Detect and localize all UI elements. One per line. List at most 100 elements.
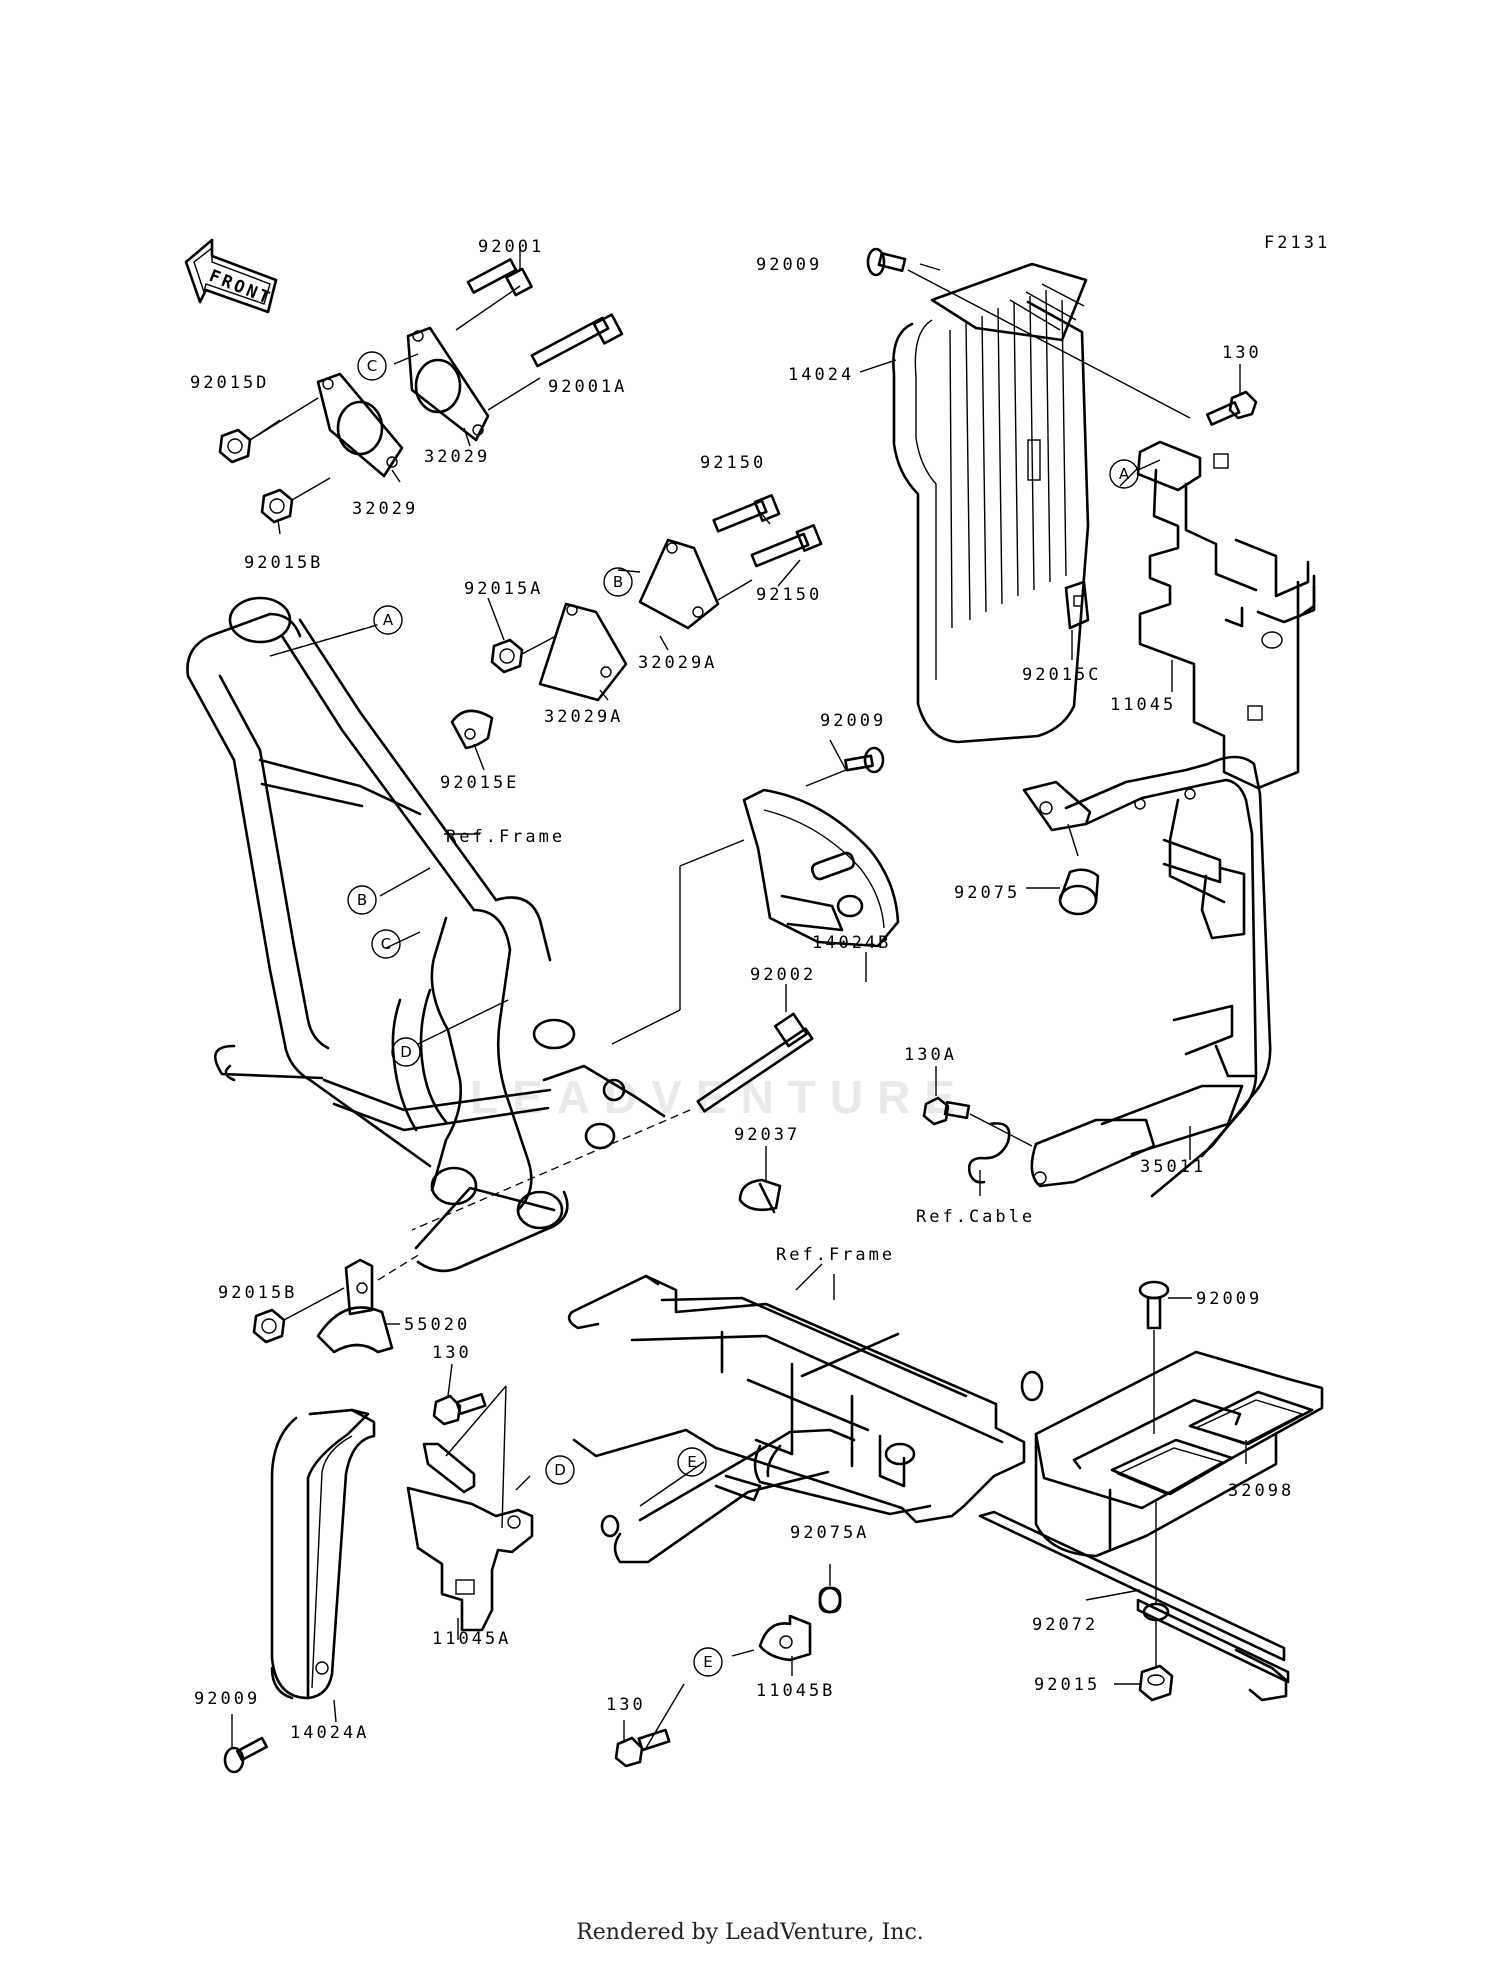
- bolt-92009-mid-icon: [805, 746, 885, 787]
- callout-e-subframe: E: [677, 1447, 707, 1477]
- part-label: 92075A: [790, 1523, 869, 1543]
- part-label: 92150: [756, 585, 822, 605]
- bolt-130-mid-icon: [432, 1392, 487, 1426]
- callout-b-label: B: [357, 891, 367, 909]
- collar-92075a-icon: [818, 1586, 842, 1614]
- part-label: 92075: [954, 883, 1020, 903]
- part-label: 14024A: [290, 1723, 369, 1743]
- subframe-35011: [1022, 755, 1272, 1198]
- callout-e-label: E: [687, 1453, 696, 1471]
- part-label: 92009: [820, 711, 886, 731]
- bolt-92009-right-icon: [1138, 1280, 1170, 1434]
- front-arrow-icon: FRONT: [184, 238, 278, 314]
- engine-mount-upper-group: [218, 258, 624, 524]
- callout-d-frame: D: [391, 1037, 421, 1067]
- callout-a-frame: A: [373, 605, 403, 635]
- footer-credit: Rendered by LeadVenture, Inc.: [576, 1920, 924, 1945]
- engine-mount-middle-group: [450, 494, 823, 750]
- bolt-92001a-icon: [530, 313, 624, 368]
- callout-b-label: B: [613, 573, 623, 591]
- watermark: LEADVENTURE: [470, 1071, 970, 1123]
- clip-92015c-icon: [1064, 580, 1090, 630]
- guide-14024a: [270, 1408, 376, 1700]
- part-label: 11045A: [432, 1629, 511, 1649]
- plate-32029-rear: [406, 326, 490, 442]
- part-label: 92015B: [218, 1283, 297, 1303]
- part-label: 92015E: [440, 773, 519, 793]
- part-label: 92015D: [190, 373, 269, 393]
- part-label: 35011: [1140, 1157, 1206, 1177]
- strap-92072: [978, 1500, 1290, 1702]
- callout-a-bracket: A: [1109, 459, 1139, 489]
- part-label: 92072: [1032, 1615, 1098, 1635]
- callout-d-label: D: [554, 1461, 566, 1479]
- part-label: 92015A: [464, 579, 543, 599]
- clip-cable-icon: [967, 1122, 1011, 1184]
- bolt-130-top-icon: [1205, 390, 1258, 426]
- bolt-92001-icon: [466, 258, 533, 297]
- bolt-92009-top-icon: [866, 247, 1191, 419]
- callout-d-bracket: D: [545, 1455, 575, 1485]
- nut-92015b-icon: [260, 488, 294, 524]
- lower-subframe: [567, 1274, 1044, 1564]
- clamp-92037-icon: [738, 1178, 782, 1214]
- part-label: 92009: [1196, 1289, 1262, 1309]
- part-label: 32029A: [638, 653, 717, 673]
- nut-92015a-icon: [490, 638, 524, 674]
- part-label: 92001A: [548, 377, 627, 397]
- part-label: 92009: [194, 1689, 260, 1709]
- nut-92015b-lower-icon: [252, 1287, 345, 1344]
- part-label: 92015: [1034, 1675, 1100, 1695]
- callout-a-label: A: [383, 611, 394, 629]
- bolt-130-bottom-icon: [614, 1728, 671, 1768]
- part-label: 130: [606, 1695, 646, 1715]
- part-label: 92037: [734, 1125, 800, 1145]
- callout-e-label: E: [703, 1653, 712, 1671]
- battery-case-32098: [1034, 1350, 1324, 1558]
- callout-e-bolt: E: [693, 1647, 723, 1677]
- bracket-11045a: [406, 1385, 534, 1632]
- plate-32029a-rear: [638, 538, 720, 630]
- part-label: 130A: [904, 1045, 957, 1065]
- callout-c-label: C: [367, 357, 377, 375]
- nut-92015-icon: [1138, 1664, 1174, 1702]
- callout-c-label: C: [381, 935, 391, 953]
- part-label: 32029A: [544, 707, 623, 727]
- part-label: 32029: [352, 499, 418, 519]
- bolt-92009-bottom-icon: [223, 1736, 269, 1774]
- part-label: 92001: [478, 237, 544, 257]
- plate-32029-outer-1: [316, 372, 404, 478]
- part-label: 130: [432, 1343, 472, 1363]
- bracket-11045b-icon: [758, 1614, 812, 1662]
- part-label: 92002: [750, 965, 816, 985]
- nut-92015d-icon: [218, 428, 252, 464]
- callout-b-frame: B: [347, 885, 377, 915]
- bracket-55020-icon: [316, 1253, 421, 1354]
- main-frame: [186, 596, 666, 1273]
- part-label: 92015C: [1022, 665, 1101, 685]
- bolt-92002-icon: [411, 1012, 814, 1231]
- part-label: 130: [1222, 343, 1262, 363]
- part-label: 55020: [404, 1315, 470, 1335]
- bolt-92150-upper-icon: [712, 494, 781, 533]
- callout-b-plate: B: [603, 567, 633, 597]
- collar-92075-icon: [1058, 823, 1100, 916]
- callout-a-label: A: [1119, 465, 1130, 483]
- ref-frame-label: Ref.Frame: [446, 827, 565, 847]
- part-label: 92150: [700, 453, 766, 473]
- part-label: 14024B: [812, 933, 891, 953]
- callout-c-plate: C: [357, 351, 387, 381]
- part-label: 11045B: [756, 1681, 835, 1701]
- bolt-130a-icon: [922, 1096, 1033, 1147]
- ref-frame-label: Ref.Frame: [776, 1245, 895, 1265]
- callout-d-label: D: [400, 1043, 412, 1061]
- callout-c-frame: C: [371, 929, 401, 959]
- cover-14024b: [611, 788, 900, 1045]
- part-label: 92009: [756, 255, 822, 275]
- bracket-92015e-icon: [450, 709, 494, 750]
- part-label: 14024: [788, 365, 854, 385]
- part-label: 32098: [1228, 1481, 1294, 1501]
- part-label: 11045: [1110, 695, 1176, 715]
- shroud-14024: [892, 262, 1090, 744]
